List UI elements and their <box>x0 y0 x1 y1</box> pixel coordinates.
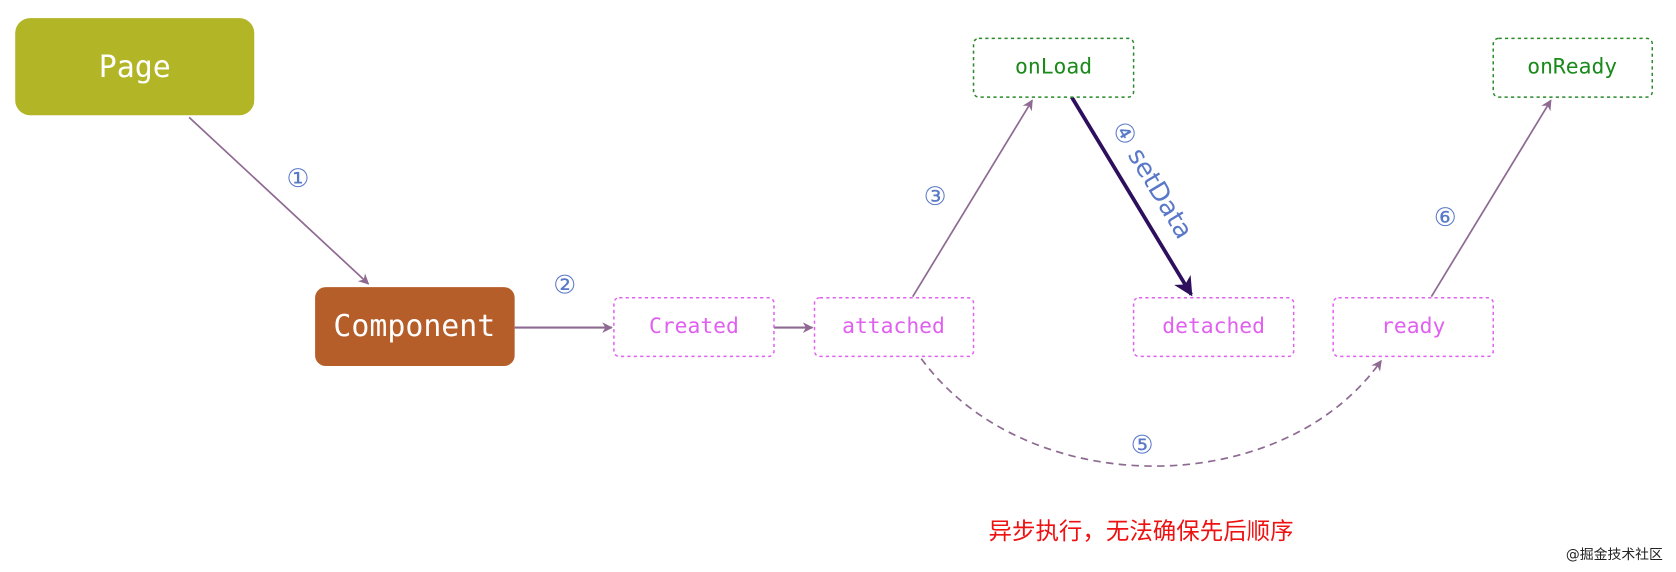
ready-label: ready <box>1381 314 1445 339</box>
onready-node: onReady <box>1492 37 1653 98</box>
step-4-setdata-label: ④ setData <box>1105 116 1198 244</box>
page-label: Page <box>99 50 171 85</box>
component-node: Component <box>315 287 515 367</box>
onload-node: onLoad <box>972 37 1135 98</box>
async-note: 异步执行，无法确保先后顺序 <box>989 517 1294 545</box>
step-5-label: ⑤ <box>1131 431 1154 461</box>
arrow-attached-to-onload <box>911 99 1033 298</box>
arrow-page-to-component <box>188 116 370 285</box>
arrow-attached-to-ready-async <box>920 358 1382 467</box>
onready-label: onReady <box>1527 55 1617 80</box>
arrow-ready-to-onready <box>1430 99 1552 298</box>
ready-node: ready <box>1332 296 1494 358</box>
attached-node: attached <box>813 296 975 358</box>
watermark: @掘金技术社区 <box>1566 547 1663 563</box>
arrow-onload-to-detached <box>1070 96 1193 297</box>
detached-node: detached <box>1132 296 1295 358</box>
created-label: Created <box>649 314 739 339</box>
onload-label: onLoad <box>1015 55 1092 80</box>
component-label: Component <box>333 309 495 344</box>
step-2-label: ② <box>553 270 576 300</box>
page-node: Page <box>15 18 255 116</box>
attached-label: attached <box>842 314 945 339</box>
detached-label: detached <box>1162 314 1265 339</box>
created-node: Created <box>613 296 775 358</box>
step-3-label: ③ <box>924 182 947 212</box>
step-1-label: ① <box>287 164 310 194</box>
step-6-label: ⑥ <box>1434 203 1457 233</box>
